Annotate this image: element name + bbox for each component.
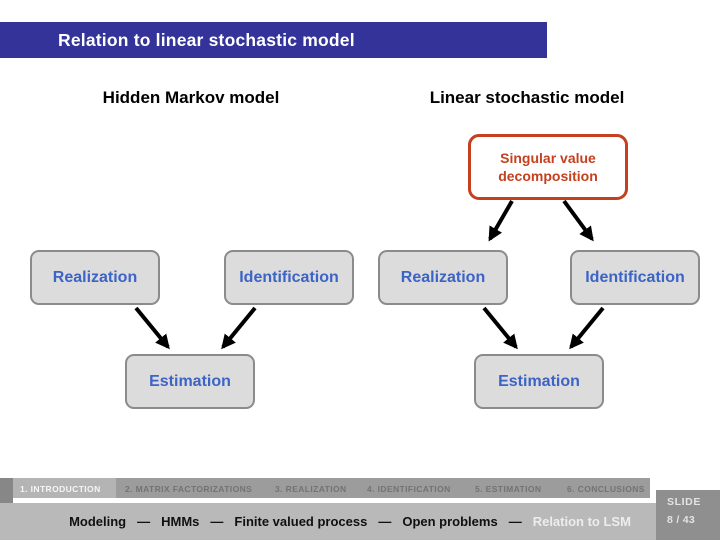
breadcrumb-item-finite-valued-process[interactable]: Finite valued process	[234, 514, 368, 529]
breadcrumb-item-relation-to-lsm[interactable]: Relation to LSM	[532, 514, 631, 529]
active-tab-highlight	[13, 478, 116, 498]
hmm-estimation-box: Estimation	[125, 354, 255, 409]
arrow-lsm-identification-to-estimation	[569, 306, 605, 350]
breadcrumb-item-modeling[interactable]: Modeling	[69, 514, 127, 529]
section-tab-row	[0, 478, 650, 498]
breadcrumb-separator: —	[210, 514, 224, 529]
tab-conclusions[interactable]: 6. CONCLUSIONS	[567, 484, 645, 494]
slide-counter: SLIDE 8 / 43	[656, 490, 720, 540]
breadcrumb-item-open-problems[interactable]: Open problems	[402, 514, 498, 529]
lsm-realization-box: Realization	[378, 250, 508, 305]
svd-box: Singular value decomposition	[468, 134, 628, 200]
arrow-hmm-identification-to-estimation	[221, 306, 257, 350]
tab-estimation[interactable]: 5. ESTIMATION	[475, 484, 542, 494]
left-column-header: Hidden Markov model	[102, 88, 280, 107]
breadcrumb-bar: Modeling — HMMs — Finite valued process …	[0, 503, 656, 540]
arrow-svd-to-lsm-identification	[562, 199, 594, 242]
right-column-header: Linear stochastic model	[429, 88, 625, 107]
hmm-realization-box: Realization	[30, 250, 160, 305]
slide-counter-label: SLIDE	[667, 496, 701, 508]
slide-counter-value: 8 / 43	[667, 513, 696, 526]
lsm-estimation-box: Estimation	[474, 354, 604, 409]
arrow-hmm-realization-to-estimation	[134, 306, 170, 350]
slide-title-bar: Relation to linear stochastic model	[0, 22, 547, 58]
arrow-svd-to-lsm-realization	[488, 199, 514, 242]
slide-title: Relation to linear stochastic model	[58, 29, 355, 50]
breadcrumb-item-hmms[interactable]: HMMs	[161, 514, 200, 529]
arrow-lsm-realization-to-estimation	[482, 306, 518, 350]
footer-corner-square	[0, 478, 13, 504]
tab-matrix-factorizations[interactable]: 2. MATRIX FACTORIZATIONS	[125, 484, 253, 494]
tab-identification[interactable]: 4. IDENTIFICATION	[367, 484, 451, 494]
breadcrumb-separator: —	[508, 514, 522, 529]
breadcrumb-separator: —	[378, 514, 392, 529]
tab-introduction[interactable]: 1. INTRODUCTION	[20, 484, 101, 494]
tab-realization[interactable]: 3. REALIZATION	[275, 484, 347, 494]
hmm-identification-box: Identification	[224, 250, 354, 305]
lsm-identification-box: Identification	[570, 250, 700, 305]
breadcrumb-separator: —	[137, 514, 151, 529]
